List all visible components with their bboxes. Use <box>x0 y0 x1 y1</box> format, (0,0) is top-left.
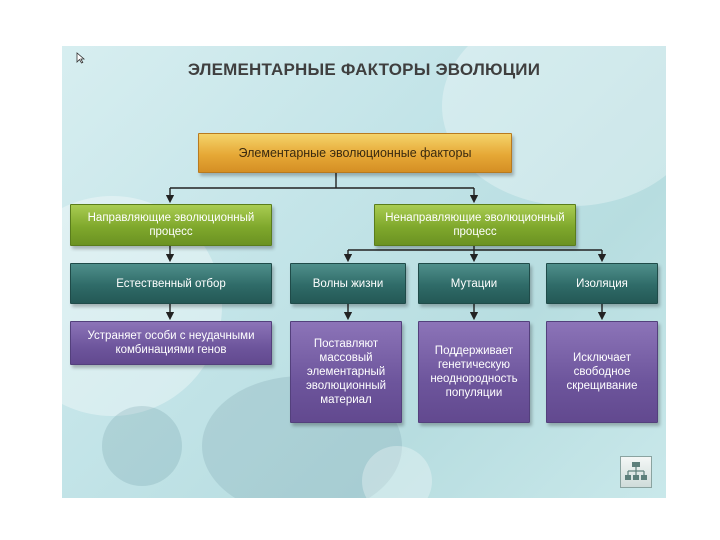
directional-box: Направляющие эволюционный процесс <box>70 204 272 246</box>
factor-selection-label: Естественный отбор <box>116 277 226 290</box>
effect-waves-label: Поставляют массовый элементарный эволюци… <box>305 338 387 406</box>
nondirectional-label: Ненаправляющие эволюционный процесс <box>385 212 565 238</box>
root-box: Элементарные эволюционные факторы <box>198 133 512 173</box>
effect-waves-box: Поставляют массовый элементарный эволюци… <box>290 321 402 423</box>
hierarchy-nav-icon[interactable] <box>620 456 652 488</box>
factor-selection-box: Естественный отбор <box>70 263 272 304</box>
factor-waves-box: Волны жизни <box>290 263 406 304</box>
effect-mutations-label: Поддерживает генетическую неоднородность… <box>430 345 518 399</box>
factor-mutations-box: Мутации <box>418 263 530 304</box>
hierarchy-icon <box>625 462 647 480</box>
factor-isolation-label: Изоляция <box>576 277 628 290</box>
cursor-icon <box>76 52 86 64</box>
nondirectional-box: Ненаправляющие эволюционный процесс <box>374 204 576 246</box>
effect-mutations-box: Поддерживает генетическую неоднородность… <box>418 321 530 423</box>
effect-isolation-label: Исключает свободное скрещивание <box>566 352 638 392</box>
directional-label: Направляющие эволюционный процесс <box>87 212 255 238</box>
background-blob <box>362 446 432 498</box>
factor-waves-label: Волны жизни <box>312 277 384 290</box>
background-blob <box>102 406 182 486</box>
effect-selection-box: Устраняет особи с неудачными комбинациям… <box>70 321 272 365</box>
root-label: Элементарные эволюционные факторы <box>238 146 472 160</box>
factor-mutations-label: Мутации <box>450 277 498 290</box>
slide: ЭЛЕМЕНТАРНЫЕ ФАКТОРЫ ЭВОЛЮЦИИ <box>62 46 666 498</box>
effect-selection-label: Устраняет особи с неудачными комбинациям… <box>87 330 255 356</box>
factor-isolation-box: Изоляция <box>546 263 658 304</box>
effect-isolation-box: Исключает свободное скрещивание <box>546 321 658 423</box>
connector-lines <box>165 173 607 321</box>
page-title: ЭЛЕМЕНТАРНЫЕ ФАКТОРЫ ЭВОЛЮЦИИ <box>187 60 541 79</box>
